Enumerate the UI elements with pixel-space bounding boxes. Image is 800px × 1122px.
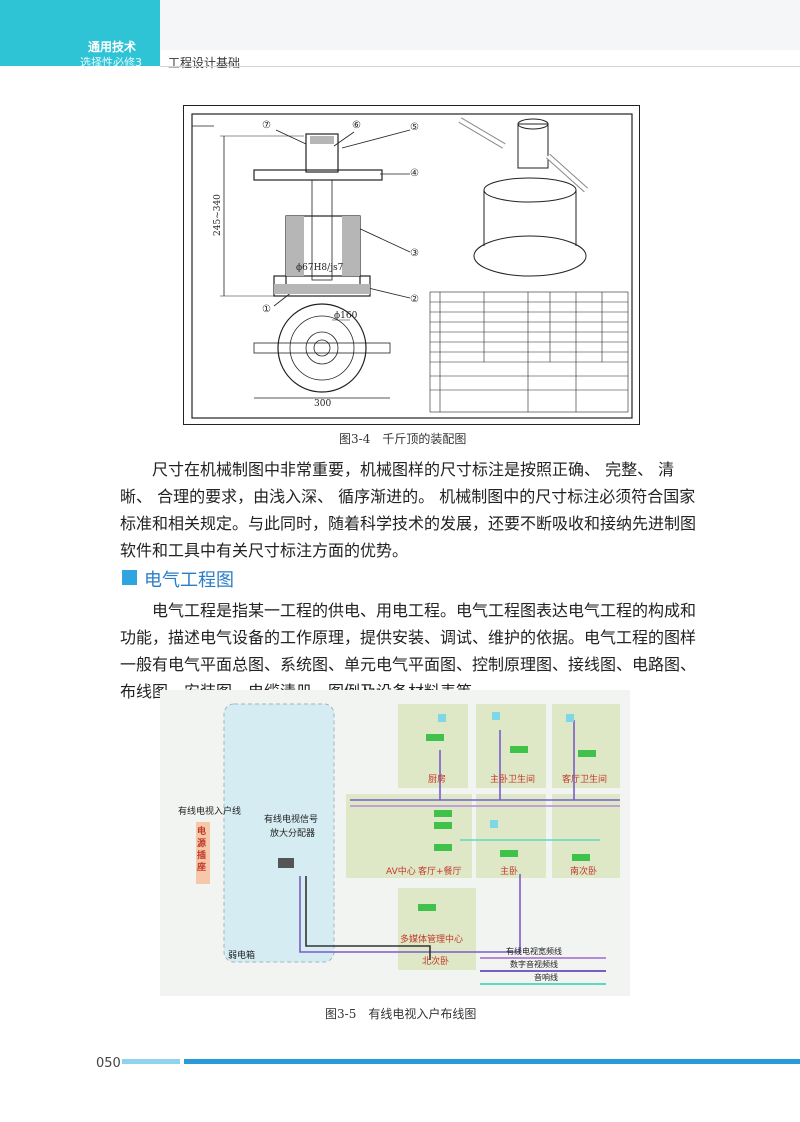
header-tab: 通用技术 选择性必修3 xyxy=(0,0,160,69)
room-av-center: AV中心 xyxy=(386,865,416,877)
chapter-title: 工程设计基础 xyxy=(168,56,241,70)
figure1-caption: 图3-4 千斤顶的装配图 xyxy=(339,432,467,446)
header-strip xyxy=(160,0,800,50)
fit-dimension: ϕ67H8/js7 xyxy=(296,263,344,273)
footer-bar-light xyxy=(122,1059,180,1064)
room-master-bath: 主卧卫生间 xyxy=(490,773,535,785)
paragraph-dimension-marking: 尺寸在机械制图中非常重要，机械图样的尺寸标注是按照正确、 完整、 清晰、 合理的… xyxy=(120,460,697,560)
callout-1: ① xyxy=(262,304,271,315)
width-dimension: 300 xyxy=(314,399,331,409)
wiring-svg: 厨房 主卧卫生间 客厅卫生间 AV中心 客厅+餐厅 主卧 南次卧 多媒体管理中心… xyxy=(178,703,620,985)
jack-drawing-svg: ⑦ ⑥ ⑤ ④ ③ ② ① ϕ67H8/js7 ϕ160 300 245~340 xyxy=(191,113,633,419)
footer-bar xyxy=(184,1059,800,1064)
legend-audio-line: 音响线 xyxy=(534,972,558,982)
section-square-icon xyxy=(122,570,137,585)
jack-assembly-drawing: ⑦ ⑥ ⑤ ④ ③ ② ① ϕ67H8/js7 ϕ160 300 245~340 xyxy=(183,105,640,425)
height-dimension: 245~340 xyxy=(213,194,223,236)
figure2-caption: 图3-5 有线电视入户布线图 xyxy=(325,1007,477,1021)
room-master-bedroom: 主卧 xyxy=(500,865,518,877)
room-north-bedroom: 北次卧 xyxy=(422,955,449,967)
legend-av-line: 数字音视频线 xyxy=(510,959,558,969)
callout-4: ④ xyxy=(410,168,419,179)
header-divider xyxy=(160,66,800,67)
amplifier-label-line1: 有线电视信号 xyxy=(264,813,318,825)
book-subtitle: 选择性必修3 xyxy=(80,56,142,69)
book-title: 通用技术 xyxy=(88,40,137,54)
room-living-dining: 客厅+餐厅 xyxy=(418,865,462,877)
diameter-dimension: ϕ160 xyxy=(334,311,358,321)
cable-input-label: 有线电视入户线 xyxy=(178,805,241,817)
callout-7: ⑦ xyxy=(262,120,271,131)
room-kitchen: 厨房 xyxy=(428,773,446,785)
multimedia-center: 多媒体管理中心 xyxy=(400,933,463,945)
callout-5: ⑤ xyxy=(410,122,419,133)
paragraph-electrical: 电气工程是指某一工程的供电、用电工程。电气工程图表达电气工程的构成和功能，描述电… xyxy=(120,601,697,701)
callout-6: ⑥ xyxy=(352,120,361,131)
callout-2: ② xyxy=(410,294,419,305)
page-number: 050 xyxy=(96,1056,121,1071)
cable-tv-wiring-diagram: 厨房 主卧卫生间 客厅卫生间 AV中心 客厅+餐厅 主卧 南次卧 多媒体管理中心… xyxy=(160,690,630,996)
power-socket-label: 电源插座 xyxy=(197,827,207,873)
room-living-bath: 客厅卫生间 xyxy=(562,773,607,785)
callout-3: ③ xyxy=(410,248,419,259)
legend-tv-line: 有线电视宽频线 xyxy=(506,946,562,956)
weak-current-box-label: 弱电箱 xyxy=(228,949,255,961)
room-south-bedroom: 南次卧 xyxy=(570,865,597,877)
section-title: 电气工程图 xyxy=(144,570,234,591)
amplifier-label-line2: 放大分配器 xyxy=(270,827,315,839)
